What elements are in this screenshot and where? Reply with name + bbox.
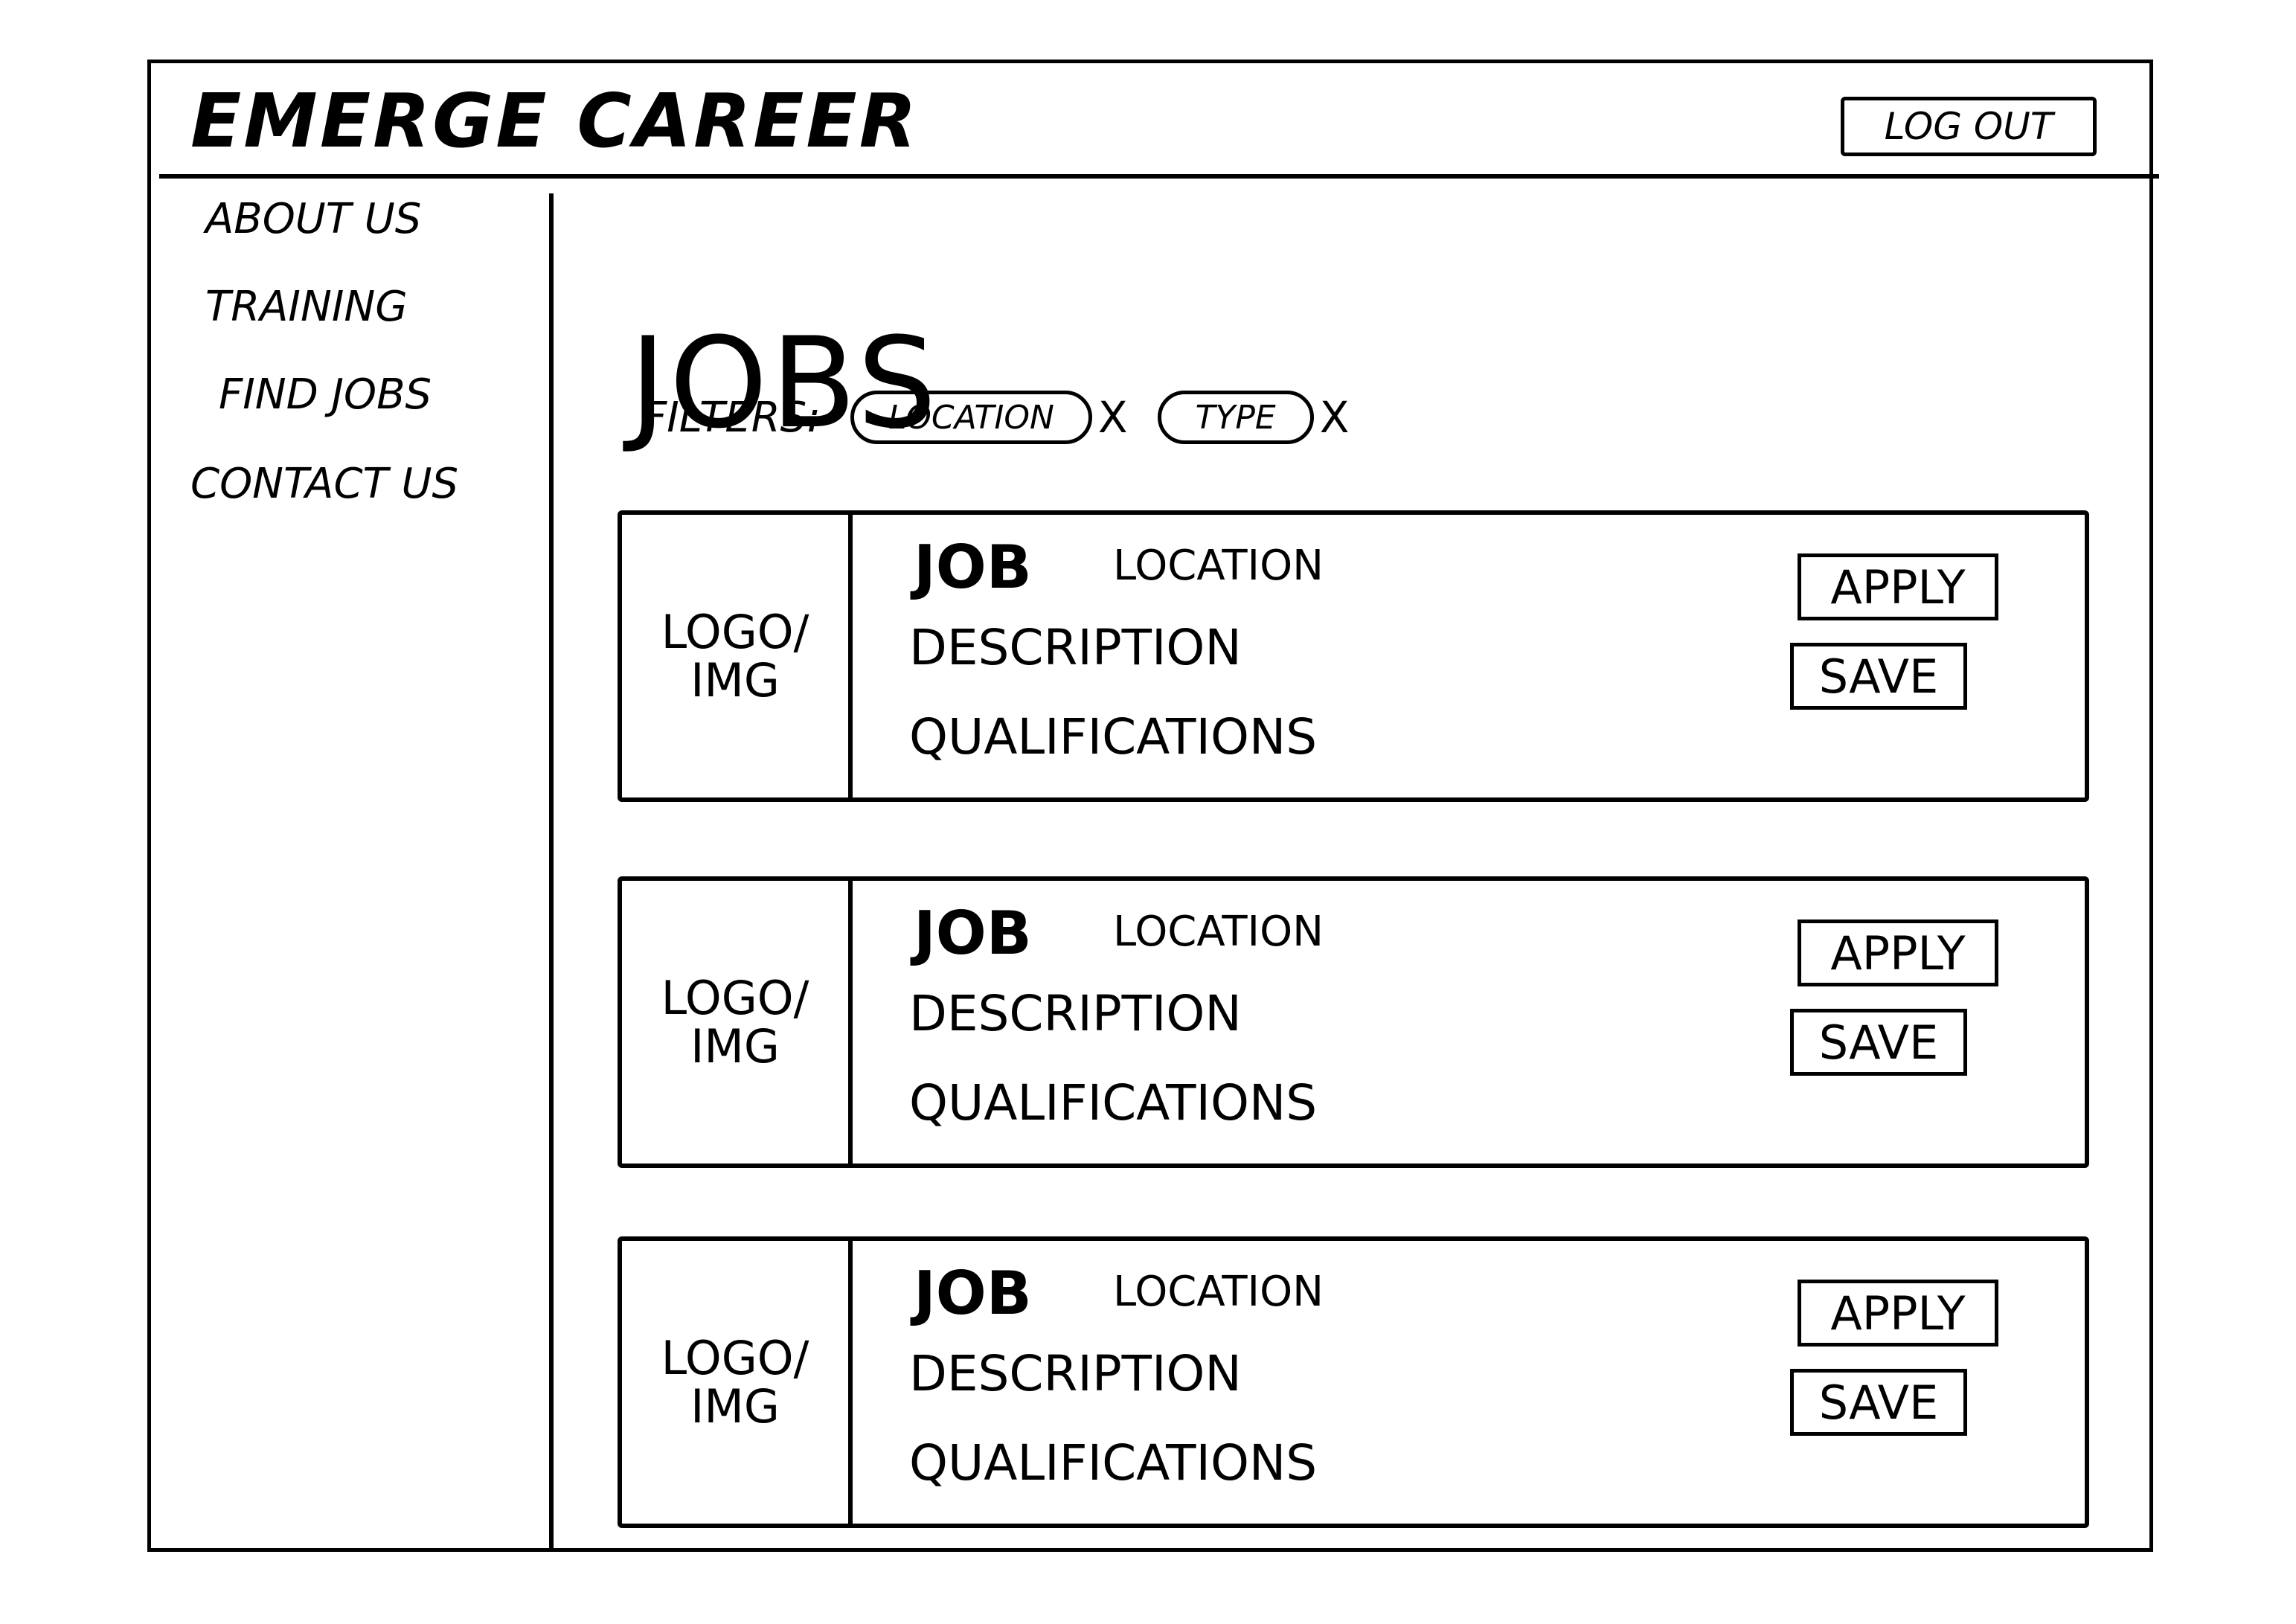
- filter-chip-location[interactable]: LOCATION: [850, 391, 1092, 444]
- sidebar-item-find-jobs[interactable]: FIND JOBS: [219, 370, 432, 419]
- logo-label: LOGO/ IMG: [661, 1330, 809, 1434]
- apply-button[interactable]: APPLY: [1798, 919, 1998, 986]
- job-card: LOGO/ IMG JOB LOCATION DESCRIPTION QUALI…: [618, 1236, 2089, 1528]
- sidebar-item-training[interactable]: TRAINING: [205, 283, 408, 331]
- filter-chip-location-group: LOCATION X: [850, 391, 1128, 444]
- sidebar-divider: [549, 193, 554, 1552]
- company-logo-placeholder: LOGO/ IMG: [622, 881, 853, 1164]
- job-location: LOCATION: [1113, 908, 1324, 956]
- job-location: LOCATION: [1113, 542, 1324, 590]
- filter-chip-type-group: TYPE X: [1157, 391, 1350, 444]
- logout-button[interactable]: LOG OUT: [1841, 97, 2097, 156]
- apply-button[interactable]: APPLY: [1798, 1280, 1998, 1347]
- job-qualifications: QUALIFICATIONS: [909, 1434, 1318, 1492]
- page-title: JOBS: [629, 309, 940, 456]
- sidebar-item-about-us[interactable]: ABOUT US: [205, 195, 422, 243]
- job-description: DESCRIPTION: [909, 1345, 1242, 1402]
- filter-chip-type[interactable]: TYPE: [1157, 391, 1314, 444]
- job-title: JOB: [914, 533, 1032, 602]
- logo-label: LOGO/ IMG: [661, 604, 809, 707]
- job-description: DESCRIPTION: [909, 985, 1242, 1042]
- header-divider: [159, 174, 2159, 179]
- close-icon[interactable]: X: [1319, 392, 1350, 443]
- job-qualifications: QUALIFICATIONS: [909, 708, 1318, 766]
- save-button[interactable]: SAVE: [1790, 1369, 1967, 1436]
- close-icon[interactable]: X: [1097, 392, 1128, 443]
- logo-label: LOGO/ IMG: [661, 970, 809, 1073]
- job-qualifications: QUALIFICATIONS: [909, 1074, 1318, 1132]
- job-location: LOCATION: [1113, 1268, 1324, 1316]
- company-logo-placeholder: LOGO/ IMG: [622, 1241, 853, 1524]
- filters-label: FILTERS:: [643, 393, 821, 442]
- job-card: LOGO/ IMG JOB LOCATION DESCRIPTION QUALI…: [618, 510, 2089, 802]
- save-button[interactable]: SAVE: [1790, 1009, 1967, 1076]
- app-window: [147, 60, 2153, 1552]
- app-title: EMERGE CAREER: [190, 77, 919, 164]
- company-logo-placeholder: LOGO/ IMG: [622, 515, 853, 797]
- job-description: DESCRIPTION: [909, 619, 1242, 676]
- filters-bar: FILTERS: LOCATION X TYPE X: [643, 384, 1379, 451]
- job-title: JOB: [914, 899, 1032, 968]
- job-card: LOGO/ IMG JOB LOCATION DESCRIPTION QUALI…: [618, 876, 2089, 1168]
- apply-button[interactable]: APPLY: [1798, 553, 1998, 620]
- sidebar-item-contact-us[interactable]: CONTACT US: [190, 460, 459, 508]
- save-button[interactable]: SAVE: [1790, 643, 1967, 710]
- job-title: JOB: [914, 1259, 1032, 1328]
